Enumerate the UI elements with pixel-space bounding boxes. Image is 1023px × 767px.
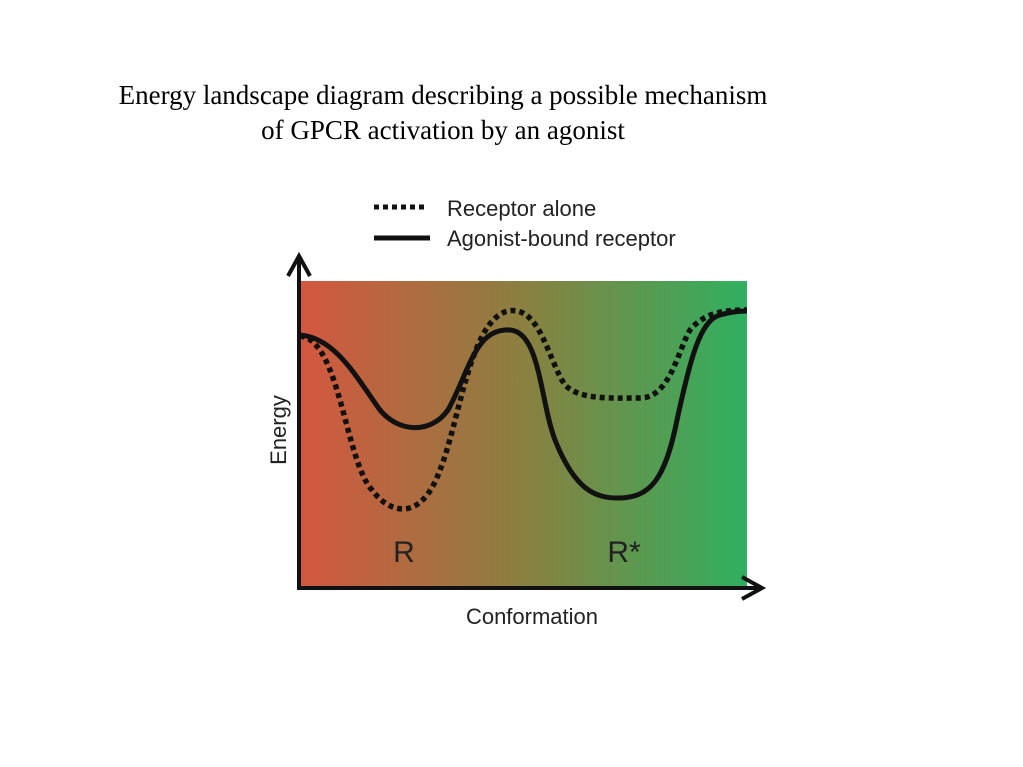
plot-background: [300, 281, 747, 586]
state-label-r-star: R*: [607, 536, 641, 569]
figure-title: Energy landscape diagram describing a po…: [0, 78, 886, 148]
y-axis-arrow-icon: [286, 251, 312, 277]
legend-dotted-label: Receptor alone: [447, 196, 596, 221]
x-axis-label: Conformation: [466, 604, 598, 629]
title-line-2: of GPCR activation by an agonist: [261, 115, 625, 145]
agonist-bound-curve: [299, 308, 748, 501]
y-axis-label: Energy: [266, 395, 291, 465]
state-label-r: R: [393, 536, 415, 569]
legend-solid-label: Agonist-bound receptor: [447, 226, 676, 251]
title-line-1: Energy landscape diagram describing a po…: [118, 80, 768, 110]
receptor-alone-curve: [299, 307, 748, 512]
x-axis-arrow-icon: [741, 575, 767, 601]
